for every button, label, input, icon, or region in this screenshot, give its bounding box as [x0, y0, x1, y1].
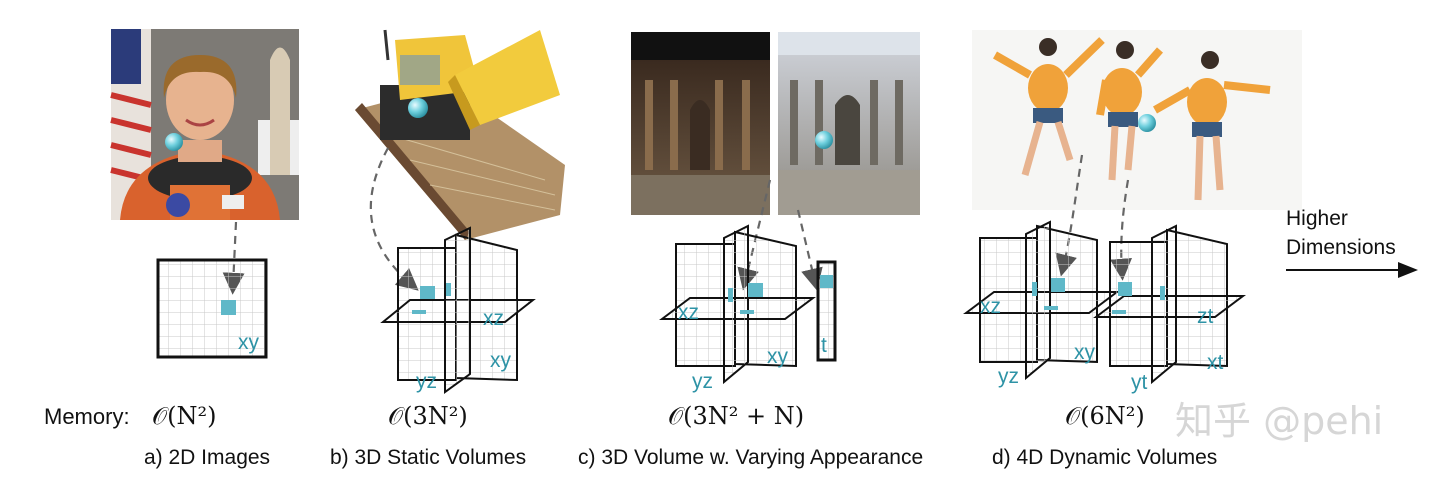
- plane-label: xt: [1207, 351, 1224, 374]
- astronaut-photo: [110, 29, 299, 220]
- watermark: 知乎 @pehi: [1175, 399, 1383, 443]
- right-arrow-icon: [1286, 262, 1418, 278]
- plane-label: yz: [998, 365, 1019, 388]
- plane-label: xy: [767, 345, 789, 368]
- panel-a: xy: [110, 29, 299, 359]
- memory-label: Memory:: [44, 404, 130, 429]
- higher-dimensions: Higher Dimensions: [1286, 207, 1418, 278]
- complexity-d: 𝒪(6N²): [1065, 402, 1145, 430]
- dancing-person-render: [972, 30, 1302, 210]
- plane-label: yz: [416, 370, 437, 393]
- plane-label: xz: [678, 301, 699, 324]
- plane-label: yt: [1131, 371, 1148, 394]
- triplane-b: xz xy yz: [380, 226, 536, 394]
- caption-a: a) 2D Images: [144, 446, 270, 469]
- panel-c: xz xy yz t: [631, 32, 920, 393]
- lego-bulldozer-render: [355, 29, 565, 240]
- panel-b: xz xy yz: [355, 29, 565, 394]
- higher-line1: Higher: [1286, 207, 1348, 230]
- higher-line2: Dimensions: [1286, 236, 1396, 259]
- plane-label: xy: [238, 331, 260, 354]
- hexplane-d-right: zt xt yt: [1093, 224, 1246, 394]
- plane-label: yz: [692, 370, 713, 393]
- plane-label: xz: [483, 307, 504, 330]
- complexity-b: 𝒪(3N²): [388, 402, 468, 430]
- triplane-c: xz xy yz t: [659, 224, 837, 393]
- plane-xy-grid: xy: [156, 258, 268, 359]
- hexplane-d-left: xz xy yz: [963, 220, 1120, 388]
- caption-d: d) 4D Dynamic Volumes: [992, 446, 1217, 469]
- complexity-c: 𝒪(3N² + N): [668, 402, 804, 430]
- caption-b: b) 3D Static Volumes: [330, 446, 526, 469]
- plane-label: xy: [490, 349, 512, 372]
- trevi-fountain-night-photo: [631, 32, 770, 215]
- plane-label: zt: [1197, 305, 1214, 328]
- plane-label: xz: [980, 295, 1001, 318]
- caption-c: c) 3D Volume w. Varying Appearance: [578, 446, 923, 469]
- complexity-a: 𝒪(N²): [152, 402, 216, 430]
- plane-label: xy: [1074, 341, 1096, 364]
- panel-d: xz xy yz zt xt yt: [963, 30, 1302, 394]
- trevi-fountain-day-photo: [778, 32, 920, 215]
- plane-label: t: [821, 334, 827, 357]
